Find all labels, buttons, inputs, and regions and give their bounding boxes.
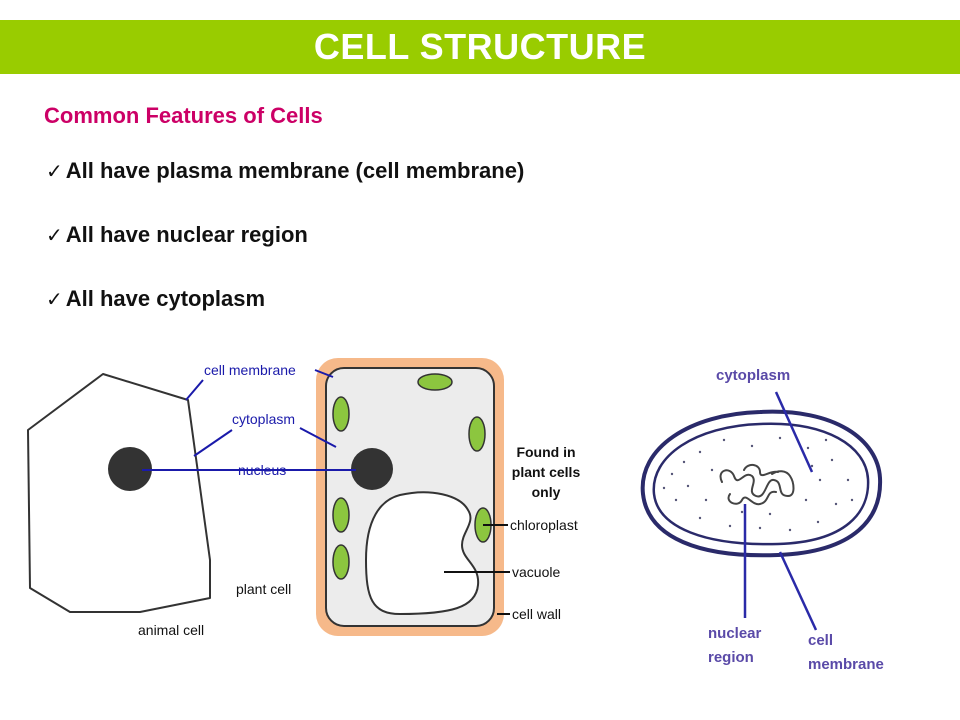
title-bar: CELL STRUCTURE — [0, 20, 960, 74]
label-membrane: membrane — [808, 656, 884, 673]
feature-text: All have plasma membrane (cell membrane) — [65, 158, 525, 183]
feature-text: All have cytoplasm — [65, 286, 266, 311]
chloroplast — [417, 373, 453, 391]
animal-cell-outline — [27, 373, 211, 613]
chloroplast — [332, 396, 350, 432]
plant-vacuole — [364, 491, 480, 616]
label-cell-wall: cell wall — [512, 606, 561, 622]
nuclear-region-dna — [719, 464, 795, 506]
feature-text: All have nuclear region — [65, 222, 308, 247]
label-nuclear: nuclear — [708, 625, 762, 642]
page-title: CELL STRUCTURE — [313, 26, 647, 67]
label-plant-cells: plant cells — [512, 464, 581, 480]
label-plant-cell: plant cell — [236, 581, 291, 597]
label-cell-membrane: cell membrane — [204, 362, 296, 378]
plant-nucleus — [351, 448, 393, 490]
chloroplast — [332, 497, 350, 533]
label-cytoplasm: cytoplasm — [232, 411, 295, 427]
label-region: region — [708, 649, 754, 666]
label-cytoplasm-right: cytoplasm — [716, 367, 790, 384]
chloroplast — [332, 544, 350, 580]
leader-lines-right — [743, 391, 818, 631]
feature-item: ✓ All have plasma membrane (cell membran… — [46, 158, 524, 184]
label-chloroplast: chloroplast — [510, 517, 578, 533]
feature-item: ✓ All have cytoplasm — [46, 286, 265, 312]
checkmark-icon: ✓ — [46, 287, 63, 311]
label-cell: cell — [808, 632, 833, 649]
label-animal-cell: animal cell — [138, 622, 204, 638]
checkmark-icon: ✓ — [46, 159, 63, 183]
cytoplasm-dots — [662, 436, 854, 532]
leader-lines-plant — [444, 524, 510, 615]
feature-item: ✓ All have nuclear region — [46, 222, 308, 248]
label-nucleus: nucleus — [238, 462, 286, 478]
label-only: only — [532, 484, 561, 500]
checkmark-icon: ✓ — [46, 223, 63, 247]
leader-lines-left — [142, 369, 356, 471]
label-found-in: Found in — [516, 444, 575, 460]
chloroplast — [468, 416, 486, 452]
label-vacuole: vacuole — [512, 564, 560, 580]
animal-nucleus — [108, 447, 152, 491]
section-subtitle: Common Features of Cells — [44, 103, 323, 128]
prokaryote-inner-membrane — [652, 422, 870, 546]
